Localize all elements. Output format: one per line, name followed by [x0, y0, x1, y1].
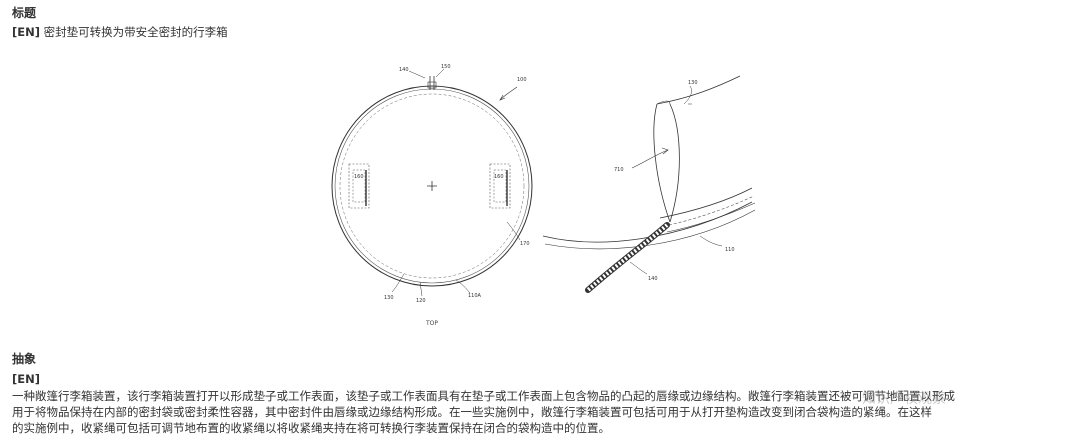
- abstract-line-3: 的实施例中，收紧绳可包括可调节地布置的收紧绳以将收紧绳夹持在将可转换行李装置保持…: [12, 421, 610, 435]
- label-140: 140: [399, 67, 409, 73]
- label-110-detail: 110: [725, 247, 735, 253]
- title-line: [EN] 密封垫可转换为带安全密封的行李箱: [12, 24, 228, 40]
- label-110a: 110A: [468, 293, 482, 299]
- title-text: 密封垫可转换为带安全密封的行李箱: [43, 25, 228, 39]
- label-100: 100: [517, 77, 527, 83]
- bag-detail-drawing: 130 710 110 140: [542, 75, 756, 293]
- abstract-heading: 抽象: [12, 352, 37, 366]
- figure-caption-top: TOP: [425, 320, 438, 327]
- title-lang-tag: [EN]: [12, 25, 40, 39]
- watermark: 知识产权观察: [862, 391, 946, 407]
- label-710: 710: [614, 167, 624, 173]
- label-130: 130: [384, 295, 394, 301]
- label-120: 120: [416, 298, 426, 304]
- title-heading: 标题: [12, 6, 37, 20]
- label-160-right: 160: [494, 174, 504, 180]
- label-170: 170: [520, 241, 530, 247]
- abstract-lang-tag: [EN]: [12, 372, 40, 386]
- abstract-line-1: 一种敞篷行李箱装置，该行李箱装置打开以形成垫子或工作表面，该垫子或工作表面具有在…: [12, 389, 955, 403]
- abstract-line-2: 用于将物品保持在内部的密封袋或密封柔性容器，其中密封件由唇缘或边缘结构形成。在一…: [12, 405, 932, 419]
- patent-figure: 140 150 100 160 160 170 130 120 110A TOP…: [331, 64, 756, 327]
- label-160-left: 160: [354, 174, 364, 180]
- label-140-detail: 140: [648, 276, 658, 282]
- label-150: 150: [441, 64, 451, 70]
- mat-drawing: 140 150 100 160 160 170 130 120 110A TOP: [331, 64, 533, 327]
- label-130-detail: 130: [688, 80, 698, 86]
